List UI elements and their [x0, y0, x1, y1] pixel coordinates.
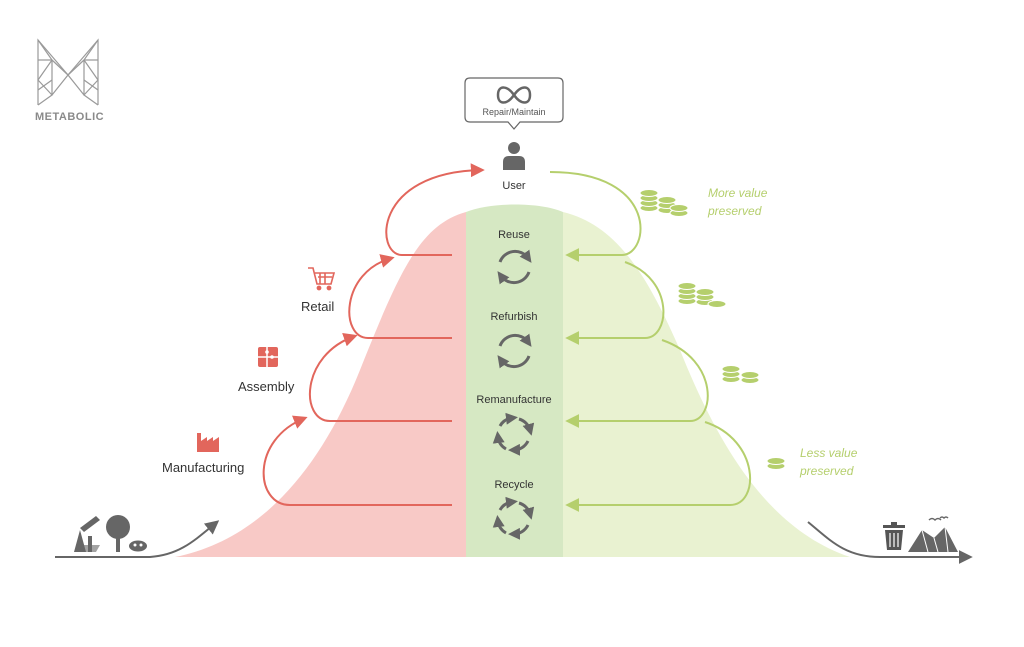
less-value-line2: preserved [799, 464, 854, 478]
cycle-icon [492, 496, 535, 540]
cycle-icon [497, 249, 532, 285]
infinity-icon [496, 86, 532, 104]
factory-icon [197, 433, 219, 452]
metabolic-logo-icon [37, 38, 99, 106]
red-arrow-user [385, 163, 485, 256]
landfill-icon [908, 516, 958, 553]
stage-label-assembly: Assembly [238, 379, 295, 394]
bell-center-area [466, 204, 563, 557]
bell-left-area [175, 212, 466, 557]
more-value-line2: preserved [707, 204, 762, 218]
coins-icon-tiny [766, 457, 786, 470]
user-label: User [502, 180, 526, 192]
loop-label-refurbish: Refurbish [490, 311, 537, 323]
cycle-icon [497, 333, 532, 369]
loop-label-reuse: Reuse [498, 229, 530, 241]
green-arrow-refurbish [565, 261, 665, 345]
shopping-cart-icon [308, 267, 336, 291]
trash-bin-icon [883, 522, 905, 550]
oil-pump-icon [74, 516, 100, 552]
repair-label: Repair/Maintain [482, 107, 545, 117]
cycle-icon [492, 412, 535, 456]
puzzle-icon [258, 347, 278, 367]
loop-label-recycle: Recycle [494, 479, 533, 491]
output-arrow [807, 521, 973, 564]
stage-label-retail: Retail [301, 299, 334, 314]
repair-callout: Repair/Maintain [464, 77, 564, 130]
bell-right-area [563, 212, 850, 557]
loop-label-remanufacture: Remanufacture [476, 394, 551, 406]
green-arrow-recycle [565, 421, 751, 512]
ore-icon [129, 540, 147, 552]
red-arrow-retail [348, 254, 452, 339]
coins-icon-large [639, 189, 689, 217]
brand-name: METABOLIC [35, 111, 104, 123]
less-value-line1: Less value [800, 446, 858, 460]
green-arrow-reuse [549, 171, 642, 262]
more-value-line1: More value [708, 186, 768, 200]
red-arrow-assembly [309, 333, 452, 422]
stage-label-manufacturing: Manufacturing [162, 460, 244, 475]
red-arrow-manufacturing [262, 415, 452, 506]
green-arrow-remanufacture [565, 339, 709, 428]
coins-icon-medium [677, 282, 727, 308]
input-arrow [55, 520, 220, 558]
tree-icon [106, 515, 130, 552]
user-icon [503, 142, 525, 170]
coins-icon-small [721, 365, 760, 384]
